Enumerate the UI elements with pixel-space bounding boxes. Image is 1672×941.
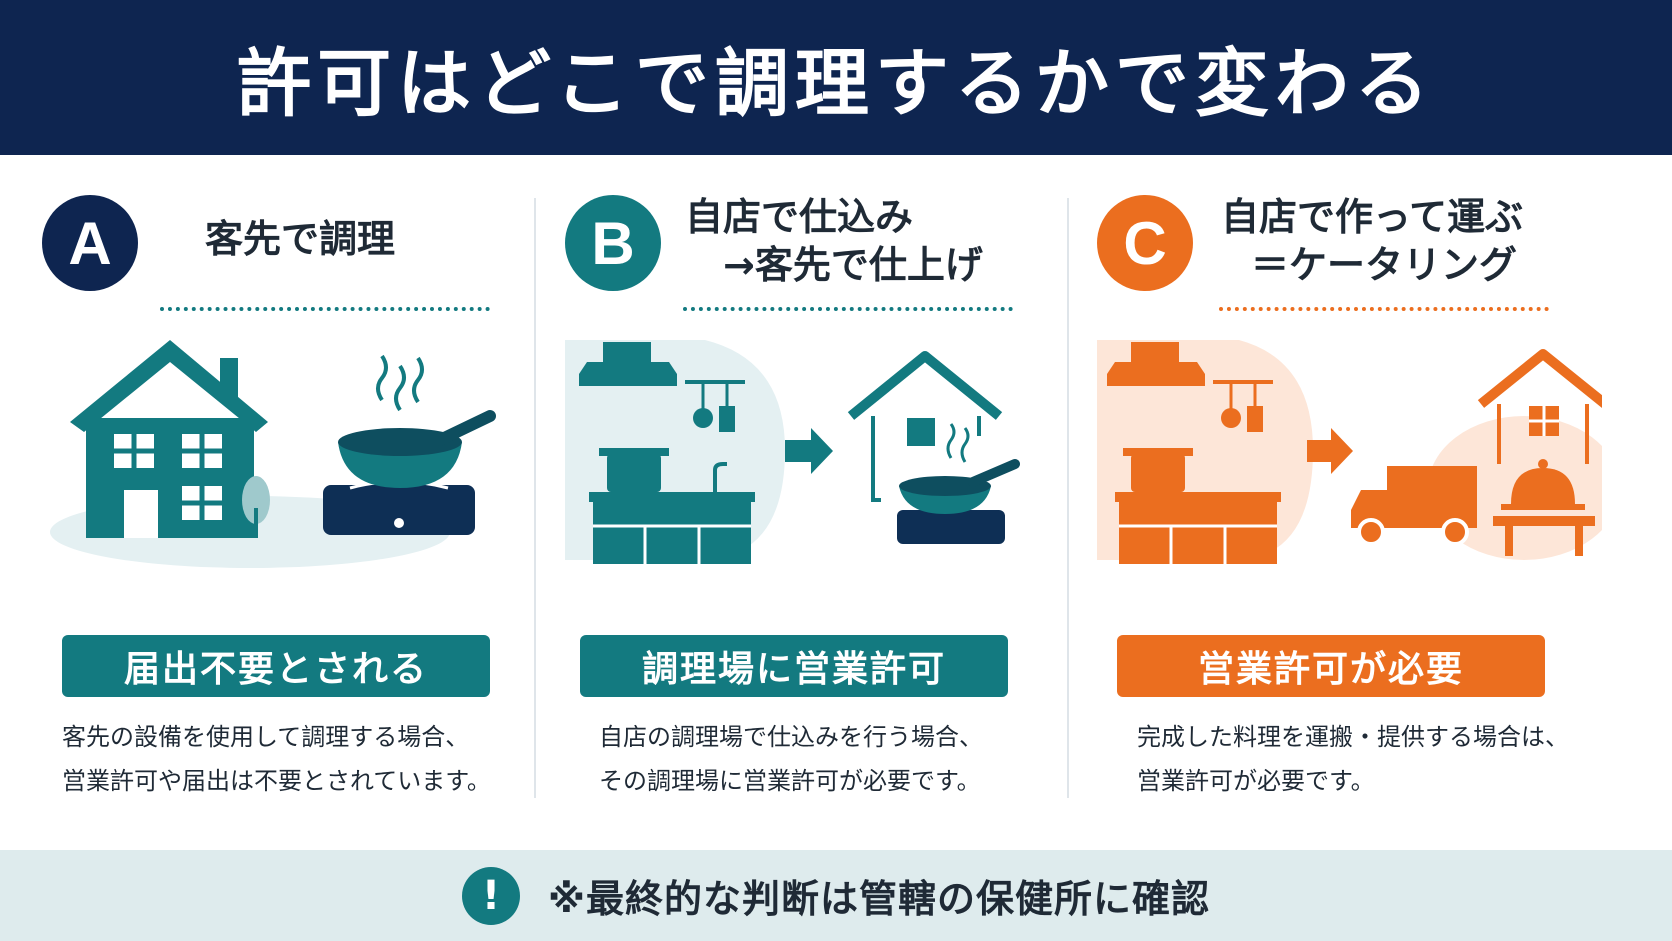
stove-icon [323,480,475,535]
column-b-desc-line-2: その調理場に営業許可が必要です。 [599,767,981,795]
badge-a: A [42,195,138,291]
column-a: A 客先で調理 [0,155,533,850]
column-b-label: 調理場に営業許可 [580,635,1008,697]
arrow-right-icon [785,428,833,474]
column-a-illustration [50,340,496,568]
column-b-title: 自店で仕込み →客先で仕上げ [685,193,983,289]
column-c-description: 完成した料理を運搬・提供する場合は、 営業許可が必要です。 [1137,715,1569,803]
column-b: B 自店で仕込み →客先で仕上げ [535,155,1068,850]
footer-note: ! ※最終的な判断は管轄の保健所に確認 [0,850,1672,941]
footer-text: ※最終的な判断は管轄の保健所に確認 [548,877,1210,921]
tree-icon [242,476,270,538]
house-icon [70,340,268,538]
column-c-title: 自店で作って運ぶ ＝ケータリング [1221,193,1523,289]
column-c-divider [1219,307,1549,311]
column-c-desc-line-2: 営業許可が必要です。 [1137,767,1375,795]
column-c-title-line-2: ＝ケータリング [1251,243,1518,287]
exclamation-icon: ! [462,866,521,925]
column-b-description: 自店の調理場で仕込みを行う場合、 その調理場に営業許可が必要です。 [599,715,983,803]
column-c-title-line-1: 自店で作って運ぶ [1221,195,1524,239]
frying-pan-icon [338,354,496,488]
kitchen-icon [1107,342,1281,564]
column-c-desc-line-1: 完成した料理を運搬・提供する場合は、 [1137,723,1569,751]
column-c: C 自店で作って運ぶ ＝ケータリング [1069,155,1602,850]
column-c-illustration [1097,340,1602,564]
column-b-divider [683,307,1013,311]
truck-icon [1351,466,1477,546]
column-a-title-line-1: 客先で調理 [205,217,396,261]
house-outline-icon [847,351,1003,502]
house-outline-icon [1477,349,1602,464]
cloche-icon [1493,459,1595,556]
kitchen-icon [579,342,755,564]
column-a-label: 届出不要とされる [62,635,490,697]
column-c-label: 営業許可が必要 [1117,635,1545,697]
column-a-divider [160,307,490,311]
column-a-description: 客先の設備を使用して調理する場合、 営業許可や届出は不要とされています。 [62,715,491,803]
frying-pan-icon [897,423,1020,544]
badge-b: B [565,195,661,291]
column-a-desc-line-2: 営業許可や届出は不要とされています。 [62,767,491,795]
badge-c: C [1097,195,1193,291]
column-a-title: 客先で調理 [205,215,395,263]
column-a-desc-line-1: 客先の設備を使用して調理する場合、 [62,723,470,751]
column-b-desc-line-1: 自店の調理場で仕込みを行う場合、 [599,723,983,751]
column-separator-2 [1067,198,1069,798]
header-banner: 許可はどこで調理するかで変わる [0,0,1672,155]
column-separator-1 [534,198,536,798]
column-b-title-line-2: →客先で仕上げ [723,243,983,287]
column-b-title-line-1: 自店で仕込み [685,195,914,239]
page-title: 許可はどこで調理するかで変わる [237,41,1435,127]
column-b-illustration [565,340,1020,564]
arrow-right-icon [1307,428,1353,474]
